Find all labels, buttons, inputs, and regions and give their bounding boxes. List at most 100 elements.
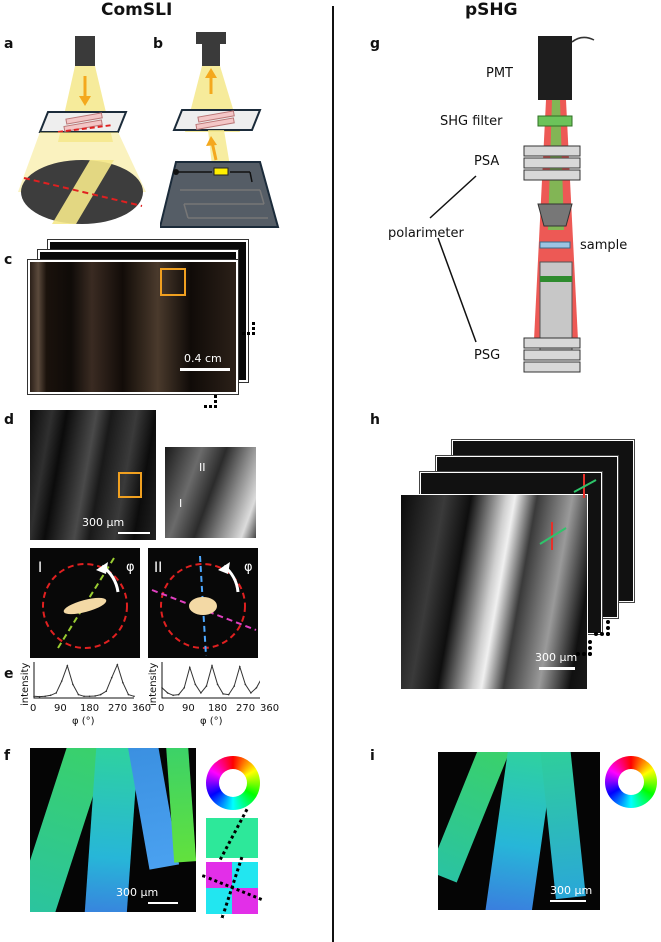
profile-point (111, 677, 113, 679)
profile-point (122, 682, 124, 684)
psa-plate (524, 146, 580, 156)
scatter-spot (189, 597, 217, 615)
pmt-cable (572, 37, 594, 42)
profile-point (50, 694, 52, 696)
profile-point (72, 684, 74, 686)
stack-ellipsis-icon (242, 322, 255, 335)
panel-label-i: i (370, 748, 375, 764)
ticks-right: 0 90 180 270 360 (160, 703, 270, 713)
scale-bar (148, 902, 178, 904)
scale-bar (118, 532, 150, 534)
profile-point (61, 680, 63, 682)
illumination-spot (214, 168, 228, 175)
ylabel-right: intensity (148, 663, 159, 706)
profile-point (44, 696, 46, 698)
profile-point (83, 696, 85, 698)
shg-filter-label: SHG filter (440, 114, 502, 129)
psa-plate (524, 158, 580, 168)
profile-point (256, 687, 258, 689)
sample-slide (540, 242, 570, 248)
xlabel-right: φ (°) (200, 716, 223, 727)
pshg-orientation-map: 300 µm (438, 752, 600, 910)
phi-label-I: φ (126, 560, 135, 575)
color-wheel-hole (618, 769, 644, 795)
plot-axis (162, 662, 260, 698)
pmt-label: PMT (486, 66, 513, 81)
intensity-profile-plots (20, 662, 260, 702)
scale-bar-label: 300 µm (116, 886, 158, 899)
ylabel-left: intensity (20, 663, 31, 706)
profile-point (239, 666, 241, 668)
profile-point (33, 696, 35, 698)
profile-point (189, 667, 191, 669)
pmt-detector (538, 36, 572, 100)
profile-point (245, 684, 247, 686)
sample-label: sample (580, 238, 627, 253)
profile-point (94, 695, 96, 697)
pattern-II-label: II (154, 560, 162, 576)
psg-label: PSG (474, 348, 500, 363)
fiber-cyan (540, 752, 586, 899)
scale-bar-label: 300 µm (535, 651, 577, 664)
objective (540, 262, 572, 350)
psa-label: PSA (474, 154, 499, 169)
panel-b-scanning-diagram (160, 32, 285, 232)
panel-label-c: c (4, 252, 12, 268)
polarization-arrows (530, 470, 610, 570)
camera-body (75, 36, 95, 66)
profile-point (105, 690, 107, 692)
stack-ellipsis-icon (204, 395, 217, 408)
dotted-line (216, 809, 249, 867)
profile-point (161, 687, 163, 689)
plot-axis (34, 662, 134, 698)
profile-line (34, 665, 134, 697)
scale-bar (550, 900, 586, 902)
color-wheel-hole (219, 769, 247, 797)
legend-crossing-orientation (206, 862, 258, 914)
ticks-left: 0 90 180 270 360 (32, 703, 142, 713)
profile-point (172, 694, 174, 696)
panel-label-a: a (4, 36, 13, 52)
profile-point (39, 696, 41, 698)
scale-bar (539, 667, 575, 670)
condenser-lens (538, 204, 572, 226)
profile-point (100, 694, 102, 696)
profile-point (67, 665, 69, 667)
profile-point (55, 692, 57, 694)
sample-slide (174, 110, 260, 130)
scale-bar-label: 300 µm (550, 884, 592, 897)
panel-label-f: f (4, 748, 10, 764)
profile-point (133, 696, 135, 698)
scatter-image: 0.4 cm (28, 260, 238, 394)
psg-plate (524, 338, 580, 348)
profile-point (167, 692, 169, 694)
pshg-header: pSHG (465, 0, 518, 20)
profile-line (162, 666, 260, 696)
comsli-header: ComSLI (101, 0, 172, 20)
panel-label-g: g (370, 36, 380, 52)
panel-label-h: h (370, 412, 380, 428)
scale-bar-label: 300 µm (82, 516, 124, 529)
fiber-orientation-map: 300 µm (30, 748, 196, 912)
camera-head (196, 32, 226, 44)
profile-point (233, 685, 235, 687)
profile-point (89, 696, 91, 698)
psg-plate (524, 362, 580, 372)
spot-beam (208, 130, 230, 166)
profile-point (195, 684, 197, 686)
scattering-patterns (30, 548, 260, 660)
profile-point (78, 694, 80, 696)
profile-point (117, 664, 119, 666)
profile-point (200, 692, 202, 694)
profile-point (183, 687, 185, 689)
panel-a-illumination-diagram (18, 32, 158, 227)
column-divider (332, 6, 334, 942)
profile-point (211, 665, 213, 667)
profile-point (250, 692, 252, 694)
marker-II: II (199, 461, 206, 474)
profile-point (128, 694, 130, 696)
zoomed-inset-d: II I (165, 447, 256, 538)
profile-point (206, 685, 208, 687)
dotted-line (202, 874, 262, 901)
phi-label-II: φ (244, 560, 253, 575)
